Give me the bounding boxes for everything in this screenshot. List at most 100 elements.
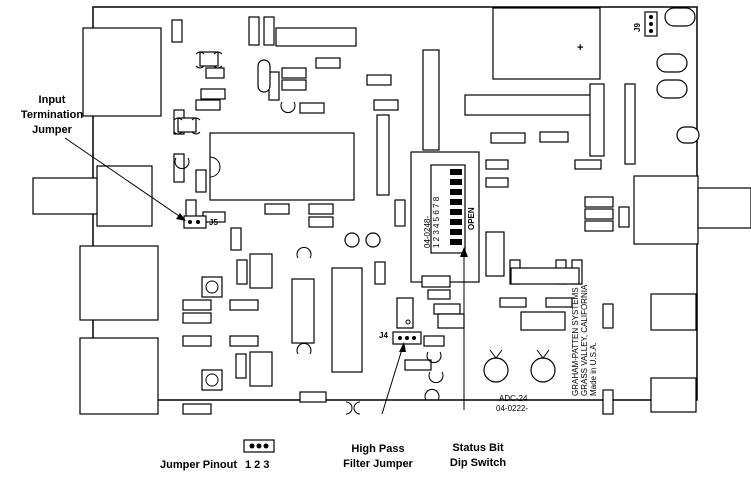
resistor-r17 <box>376 114 390 196</box>
resistor-r19 <box>308 203 334 215</box>
svg-text:Filter Jumper: Filter Jumper <box>343 458 413 470</box>
ic-center-horizontal <box>464 94 594 116</box>
trimmer-arc-e <box>426 351 442 364</box>
resistor-r49 <box>182 403 212 415</box>
coil-top <box>195 51 223 69</box>
resistor-r55 <box>423 335 445 347</box>
ic-right-horizontal <box>510 267 580 285</box>
ic-right-vertical <box>589 83 605 157</box>
resistor-r43 <box>182 299 212 311</box>
board-maker-line-3: Made in U.S.A. <box>589 342 598 396</box>
dip-switch-part-number: 04-0248- <box>423 216 432 248</box>
resistor-r48 <box>235 353 247 379</box>
regulator <box>520 311 566 331</box>
round-transistors <box>483 349 556 383</box>
ic-lower-vertical <box>291 278 315 344</box>
svg-text:Dip Switch: Dip Switch <box>450 457 507 469</box>
large-capacitor-plus: + <box>577 42 583 54</box>
resistor-r24 <box>539 131 569 143</box>
resistor-r46 <box>182 335 212 347</box>
ic-center-small <box>490 132 526 144</box>
trimmer-arc-c <box>296 246 312 259</box>
bnc-input-connector-plate <box>96 165 153 227</box>
small-component-square <box>396 297 414 329</box>
resistor-r16 <box>195 169 207 193</box>
main-ic-notch <box>209 156 221 178</box>
trimmer-arc-b <box>174 157 190 170</box>
resistor-r36 <box>499 297 527 308</box>
resistor-r6 <box>195 99 221 111</box>
bnc-output-connector <box>697 187 751 229</box>
resistor-r39 <box>602 389 614 415</box>
resistor-r10 <box>299 102 325 114</box>
resistor-r32 <box>618 206 630 228</box>
svg-text:Status Bit: Status Bit <box>452 442 504 454</box>
j9-jumper <box>644 11 658 37</box>
resistor-r52 <box>427 289 451 300</box>
tall-ic-socket <box>422 49 440 151</box>
j5-label: J5 <box>209 218 218 227</box>
resistor-r41 <box>230 227 242 251</box>
coil-left <box>173 117 201 135</box>
electrolytic-caps <box>344 232 381 248</box>
diode-pair <box>345 401 361 415</box>
resistor-r9 <box>315 57 341 69</box>
svg-text:1 2 3: 1 2 3 <box>245 459 269 471</box>
svg-text:Jumper: Jumper <box>32 124 72 136</box>
bnc-input-connector <box>32 177 98 215</box>
trimmer-arc-f <box>424 388 440 401</box>
crystal-top <box>257 59 271 93</box>
resistor-r44 <box>182 312 212 324</box>
large-capacitor <box>492 7 601 80</box>
resistor-r56 <box>404 359 432 371</box>
resistor-r50 <box>299 391 327 403</box>
resistor-r51 <box>421 275 451 288</box>
resistor-r2 <box>248 16 260 46</box>
high-pass-filter-callout: High Pass Filter Jumper <box>343 443 413 470</box>
small-component-dot <box>405 319 411 325</box>
resistor-r1 <box>171 19 183 43</box>
trimmer-arc-d <box>296 342 312 355</box>
resistor-r42 <box>236 259 248 285</box>
resistor-r29 <box>584 196 614 208</box>
left-top-connector <box>82 27 162 117</box>
resistor-r53 <box>433 303 461 315</box>
bnc-output-connector-plate <box>633 175 699 245</box>
board-model: ADC-24 <box>499 394 528 403</box>
j4-jumper <box>392 331 422 345</box>
main-ic <box>209 132 355 201</box>
capacitor-tantalum <box>485 231 505 277</box>
transistor-b <box>249 351 273 387</box>
trimmer-arc-g <box>428 371 444 384</box>
board-maker-line-1: GRAHAM-PATTEN SYSTEMS <box>571 287 580 396</box>
resistor-r47 <box>229 335 259 347</box>
left-bottom-connector <box>79 337 159 415</box>
resistor-r8 <box>281 79 307 91</box>
svg-text:Input: Input <box>39 94 66 106</box>
dip-switch-position-numbers: 1 2 3 4 5 6 7 8 <box>432 196 441 248</box>
right-top-led-c <box>664 7 696 27</box>
dip-switch-open-label: OPEN <box>467 207 476 230</box>
resistor-r27 <box>485 159 509 170</box>
trimmer-arc-a <box>280 101 296 114</box>
resistor-r38 <box>602 303 614 329</box>
resistor-r25 <box>574 159 602 170</box>
transistor-a <box>249 253 273 289</box>
resistor-r37 <box>545 297 573 308</box>
ic-top-horizontal <box>275 27 357 47</box>
j4-label: J4 <box>379 331 388 340</box>
trimmer-pot-b <box>201 369 223 391</box>
resistor-r11 <box>373 99 399 111</box>
left-mid-connector <box>79 245 159 321</box>
right-top-led-a <box>656 53 688 73</box>
resistor-r18 <box>264 203 290 215</box>
callout-arrows <box>64 137 468 415</box>
resistor-r7 <box>281 67 307 79</box>
resistor-r20 <box>308 216 334 228</box>
board-model-part: 04-0222- <box>496 404 528 413</box>
j5-jumper <box>183 215 207 229</box>
status-bit-callout: Status Bit Dip Switch <box>450 442 507 469</box>
right-top-led-b <box>656 79 688 99</box>
j9-label: J9 <box>633 23 642 32</box>
